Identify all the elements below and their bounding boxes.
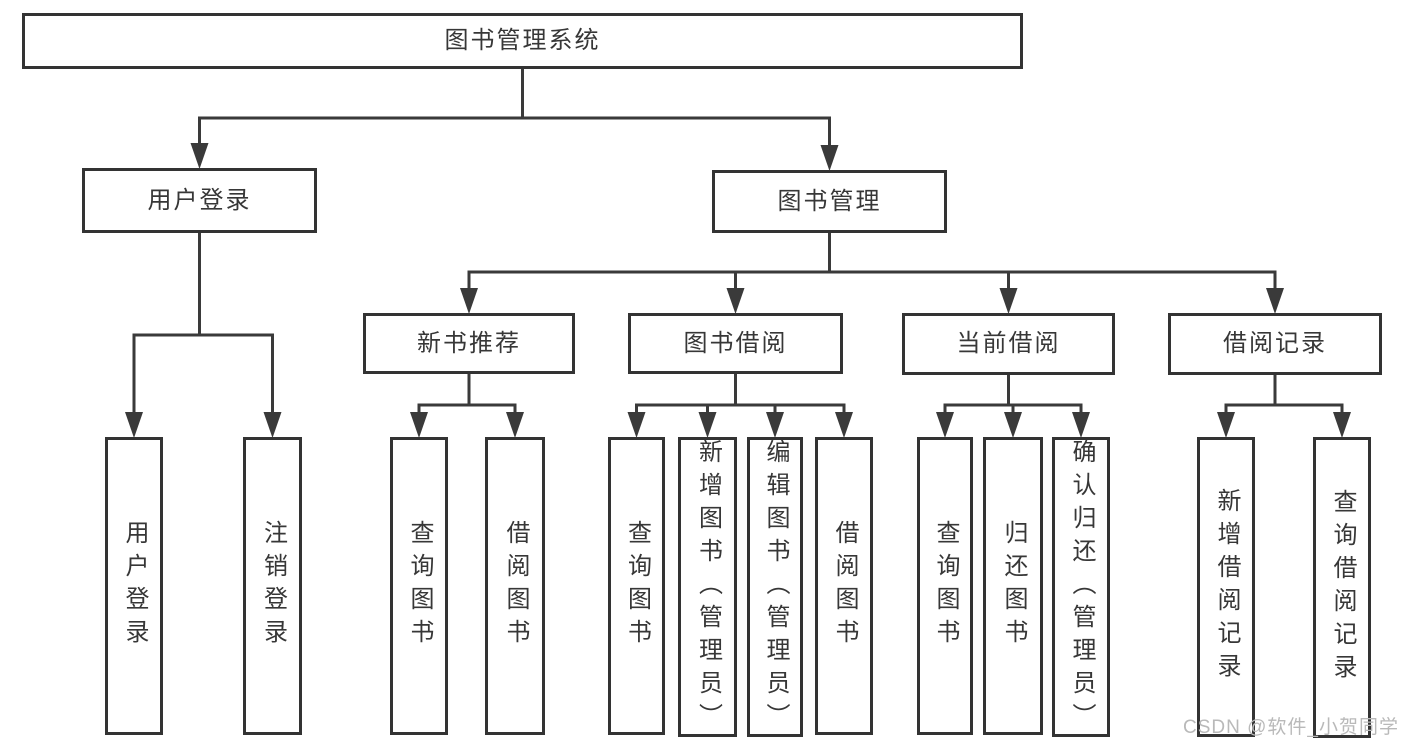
node-label: 借阅图书: [831, 520, 858, 652]
node-label: 查询图书: [932, 520, 959, 652]
node-label: 查询借阅记录: [1329, 488, 1356, 687]
arrowhead-icon: [999, 288, 1018, 314]
node-label: 新增图书（管理员）: [694, 438, 722, 736]
node-user-login: 用户登录: [82, 168, 317, 233]
node-leaf-confirm-return: 确认归还（管理员）: [1052, 437, 1110, 737]
node-book-management: 图书管理: [712, 170, 947, 233]
node-label: 查询图书: [623, 520, 651, 652]
arrowhead-icon: [506, 412, 524, 438]
node-label: 当前借阅: [956, 330, 1061, 357]
arrowhead-icon: [726, 288, 745, 314]
node-leaf-query-books-2: 查询图书: [608, 437, 665, 735]
arrowhead-icon: [125, 412, 143, 438]
node-leaf-add-books: 新增图书（管理员）: [678, 437, 737, 737]
arrowhead-icon: [1004, 412, 1022, 438]
watermark: CSDN @软件_小贺同学: [1183, 717, 1399, 738]
node-current-borrow: 当前借阅: [902, 313, 1115, 375]
arrowhead-icon: [1217, 412, 1235, 438]
arrowhead-icon: [1266, 288, 1284, 314]
node-book-borrow: 图书借阅: [628, 313, 843, 374]
node-leaf-borrow-books-1: 借阅图书: [485, 437, 545, 735]
arrowhead-icon: [1072, 412, 1090, 438]
arrowhead-icon: [698, 412, 717, 438]
node-label: 编辑图书（管理员）: [762, 438, 789, 736]
node-label: 图书管理: [777, 187, 882, 215]
arrowhead-icon: [627, 412, 646, 438]
node-leaf-query-books-3: 查询图书: [917, 437, 973, 735]
node-leaf-return-books: 归还图书: [983, 437, 1043, 735]
node-label: 查询图书: [406, 520, 433, 652]
node-label: 用户登录: [121, 520, 148, 652]
arrowhead-icon: [936, 412, 954, 438]
arrowhead-icon: [766, 412, 784, 438]
arrowhead-icon: [1333, 412, 1351, 438]
node-label: 新书推荐: [417, 329, 521, 357]
node-root: 图书管理系统: [22, 13, 1023, 69]
arrowhead-icon: [460, 288, 478, 314]
arrowhead-icon: [410, 412, 428, 438]
node-leaf-add-borrow-record: 新增借阅记录: [1197, 437, 1255, 737]
node-label: 借阅图书: [502, 520, 529, 652]
node-label: 确认归还（管理员）: [1068, 438, 1095, 736]
node-label: 用户登录: [147, 186, 252, 214]
arrowhead-icon: [263, 412, 282, 438]
node-leaf-user-login: 用户登录: [105, 437, 163, 735]
node-label: 归还图书: [1000, 520, 1027, 652]
node-new-book-recommend: 新书推荐: [363, 313, 575, 374]
node-leaf-borrow-books-2: 借阅图书: [815, 437, 873, 735]
node-leaf-logout: 注销登录: [243, 437, 302, 735]
arrowhead-icon: [835, 412, 853, 438]
node-leaf-query-books-1: 查询图书: [390, 437, 448, 735]
node-leaf-edit-books: 编辑图书（管理员）: [747, 437, 803, 737]
node-label: 图书管理系统: [444, 27, 601, 54]
node-leaf-query-borrow-record: 查询借阅记录: [1313, 437, 1371, 738]
arrowhead-icon: [190, 143, 209, 169]
node-label: 新增借阅记录: [1213, 488, 1240, 686]
node-label: 注销登录: [259, 520, 287, 652]
node-borrow-records: 借阅记录: [1168, 313, 1382, 375]
node-label: 图书借阅: [683, 329, 788, 357]
node-label: 借阅记录: [1223, 330, 1327, 357]
arrowhead-icon: [820, 145, 839, 171]
